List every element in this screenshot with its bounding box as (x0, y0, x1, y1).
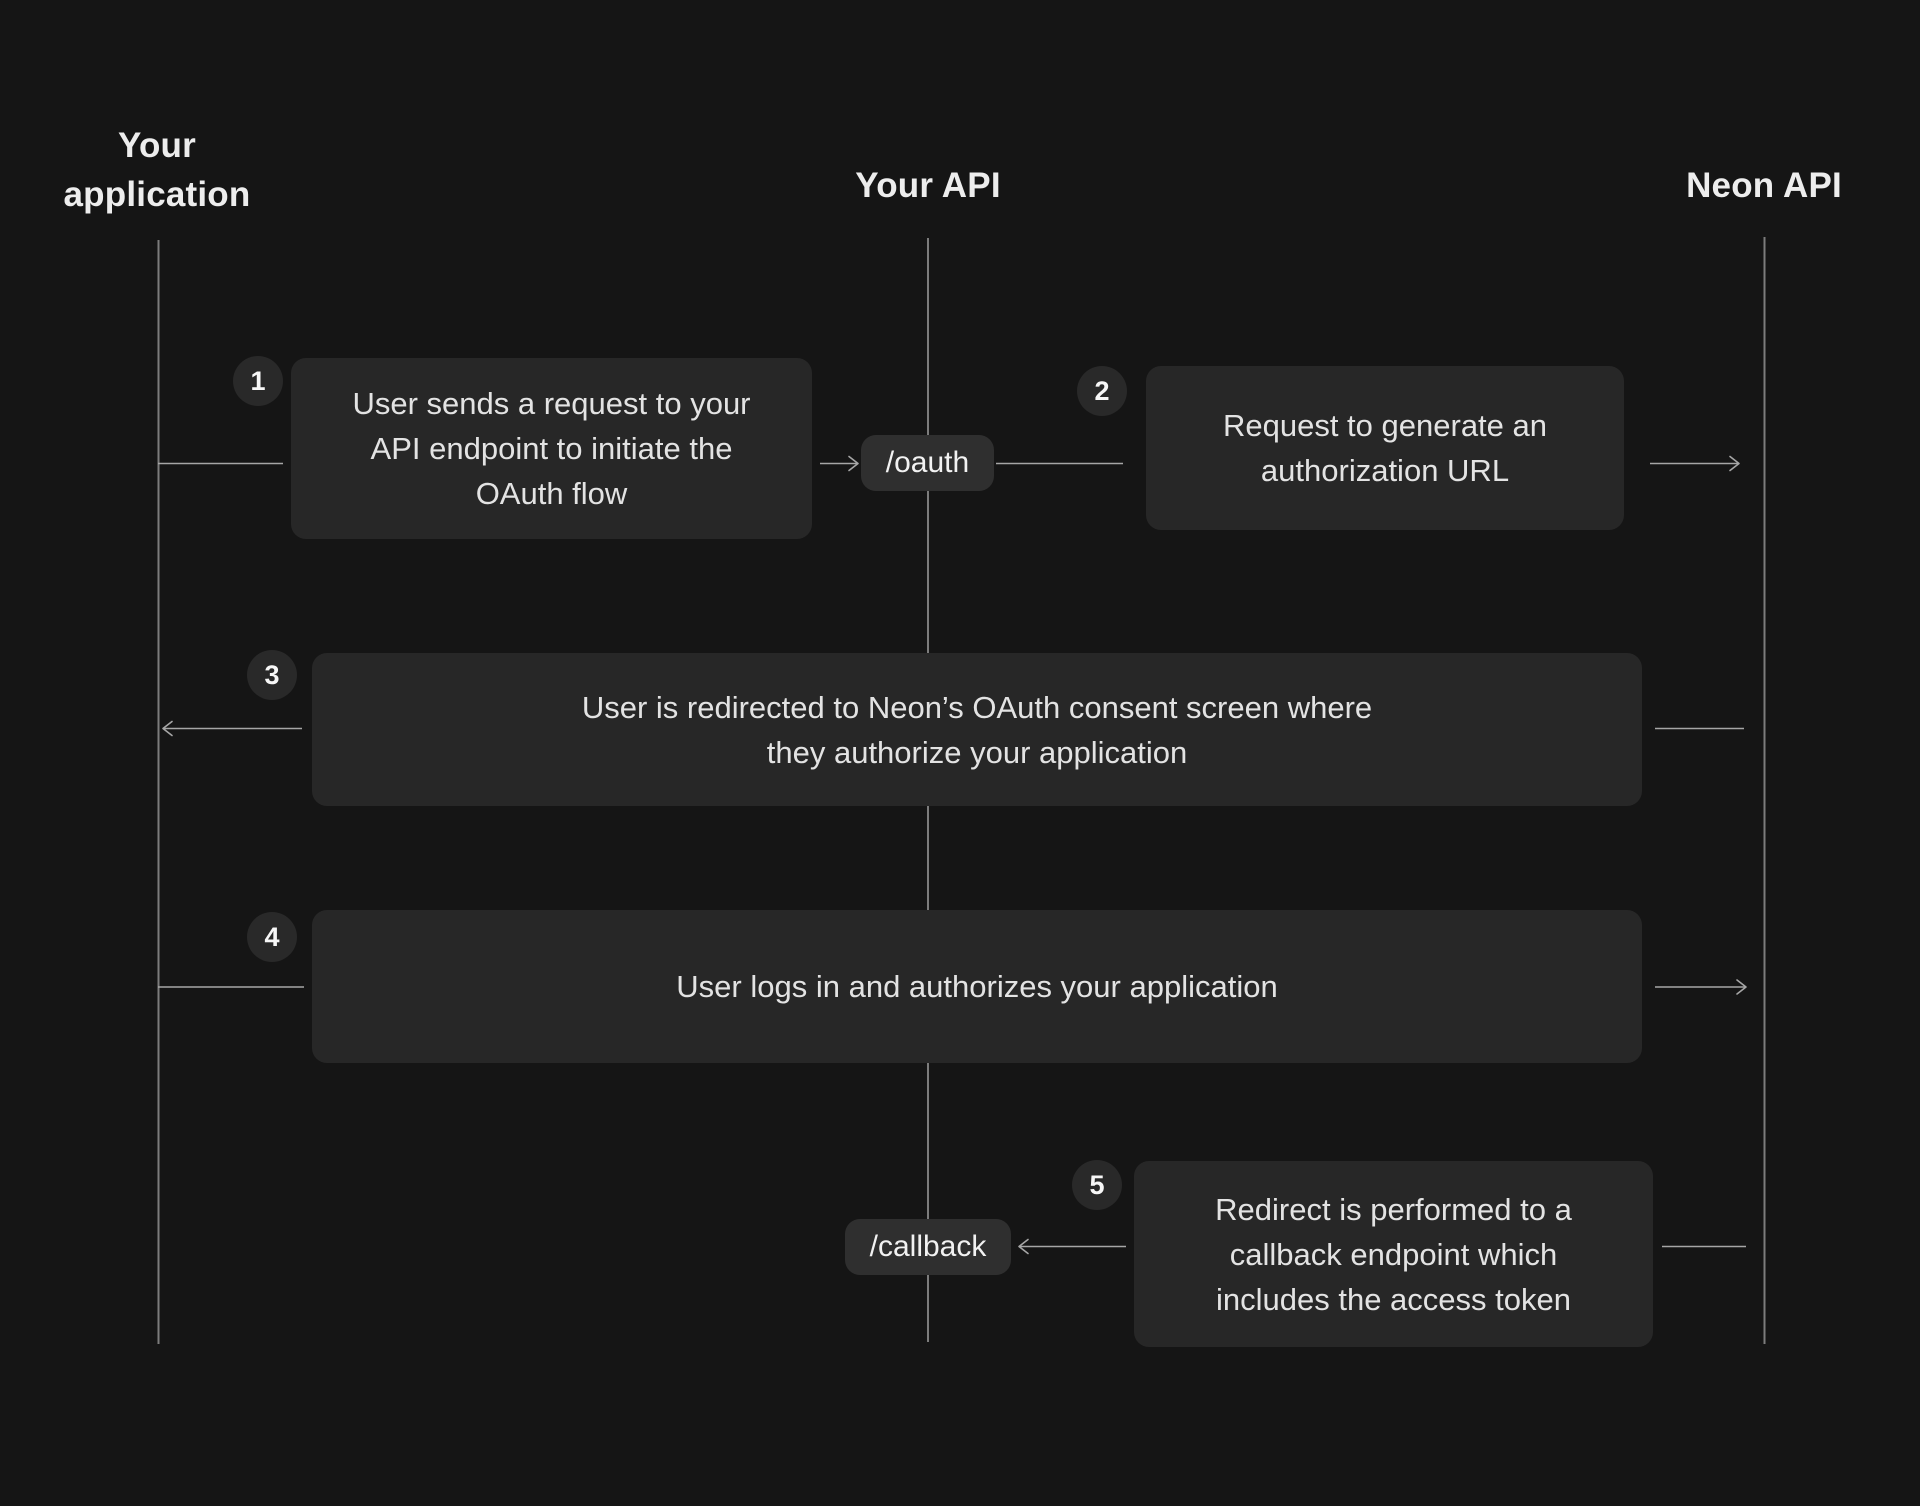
step-4-badge: 4 (247, 912, 297, 962)
step-1-box: User sends a request to your API endpoin… (291, 358, 812, 539)
oauth-endpoint-pill: /oauth (861, 435, 994, 491)
step-3-arrowhead-left-icon (162, 720, 173, 737)
step-2-text: Request to generate an authorization URL (1222, 408, 1548, 488)
step-5-arrowhead-left-icon (1018, 1238, 1029, 1255)
step-1-text: User sends a request to your API endpoin… (352, 386, 751, 511)
step-2-arrowhead-right-icon (1729, 455, 1740, 472)
step-2-box: Request to generate an authorization URL (1146, 366, 1624, 530)
step-3-box: User is redirected to Neon’s OAuth conse… (312, 653, 1642, 806)
lane-title-your-application: Your application (63, 126, 251, 214)
step-2-badge: 2 (1077, 366, 1127, 416)
step-5-box: Redirect is performed to a callback endp… (1134, 1161, 1653, 1347)
step-5-badge: 5 (1072, 1160, 1122, 1210)
step-1-badge: 1 (233, 356, 283, 406)
callback-endpoint-pill: /callback (845, 1219, 1011, 1275)
lane-title-your-api: Your API (855, 166, 1001, 205)
oauth-endpoint-label: /oauth (885, 446, 970, 479)
step-1-arrowhead-right-icon (848, 455, 859, 472)
lane-title-neon-api: Neon API (1686, 166, 1842, 205)
step-4-arrowhead-right-icon (1736, 979, 1747, 995)
step-4-text: User logs in and authorizes your applica… (676, 969, 1278, 1004)
callback-endpoint-label: /callback (869, 1230, 987, 1263)
step-4-box: User logs in and authorizes your applica… (312, 910, 1642, 1063)
step-3-badge: 3 (247, 650, 297, 700)
step-5-text: Redirect is performed to a callback endp… (1215, 1191, 1572, 1317)
step-3-text: User is redirected to Neon’s OAuth conse… (581, 689, 1373, 770)
